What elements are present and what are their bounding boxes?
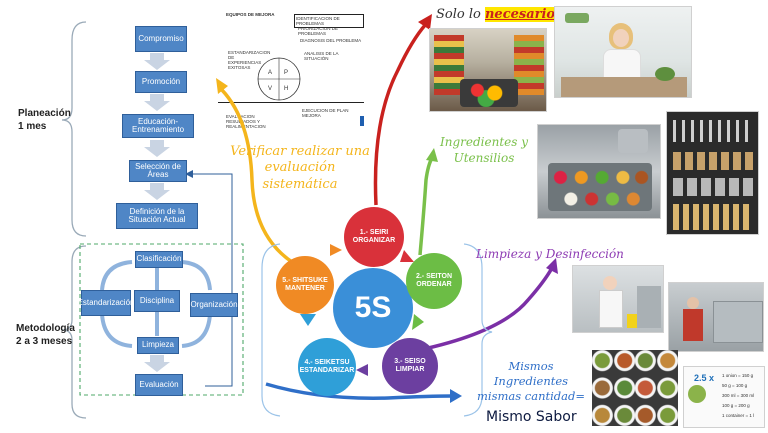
definicion-box: Definición de la Situación Actual <box>116 203 198 229</box>
cleaning-kitchen-photo <box>572 265 664 333</box>
supermarket-photo <box>429 28 547 112</box>
metodologia-duration: 2 a 3 meses <box>16 335 73 347</box>
ingredientes-text: Ingredientes y Utensilios <box>439 135 528 165</box>
quadrant-a: A <box>268 70 273 76</box>
equipos-bottom-right: EJECUCION DE PLAN MEJORA <box>302 108 349 118</box>
verificar-text: Verificar realizar una evaluación sistem… <box>230 144 370 192</box>
recipe-line-2: 50 g = 100 g <box>722 383 748 388</box>
estandarizacion-box: Estandarización <box>78 290 134 316</box>
step-seiketsu-subtitle: ESTANDARIZAR <box>299 367 355 374</box>
solo-necesario-text: Solo lo necesario <box>436 7 556 22</box>
step-seiri-circle: 1.- SEIRI ORGANIZAR <box>344 207 404 267</box>
clasificacion-box: Clasificación <box>135 251 183 268</box>
equipos-item-2: PRIORIZACION DE PROBLEMAS <box>298 26 339 36</box>
step-seiton-circle: 2.- SEITON ORDENAR <box>406 253 462 309</box>
educacion-box: Educación-Entrenamiento <box>122 114 194 138</box>
step-shitsuke-subtitle: MANTENER <box>285 285 325 292</box>
mismos-text: Mismos Ingredientes mismas cantidad= <box>476 359 586 403</box>
recipe-line-4: 100 g = 200 g <box>722 403 750 408</box>
promocion-box: Promoción <box>135 71 187 93</box>
quadrant-h: H <box>284 86 289 92</box>
step-seiton-title: 2.- SEITON <box>415 272 453 280</box>
center-5s-label: 5S <box>354 290 392 324</box>
recipe-scaling-card: 2.5 x 1 onion = 150 g 50 g = 100 g 300 m… <box>683 366 765 428</box>
mismo-sabor-text: Mismo Sabor <box>486 409 577 425</box>
solo-prefix: Solo lo <box>436 7 485 22</box>
quadrant-v: V <box>268 86 273 92</box>
step-seiketsu-title: 4.- SEIKETSU <box>304 358 350 366</box>
step-seiso-subtitle: LIMPIAR <box>395 366 425 373</box>
limpieza-box: Limpieza <box>137 337 179 354</box>
kitchen-worker-photo <box>668 282 764 352</box>
equipos-item-3: DIAGNOSIS DEL PROBLEMA <box>300 38 362 43</box>
planeacion-duration: 1 mes <box>18 120 47 132</box>
compromiso-box: Compromiso <box>135 26 187 52</box>
solo-highlight: necesario <box>484 7 556 22</box>
planeacion-label: Planeación 1 mes <box>18 108 71 133</box>
evaluacion-box: Evaluación <box>135 374 183 396</box>
metodologia-label: Metodología 2 a 3 meses <box>16 323 75 348</box>
recipe-scale: 2.5 x <box>694 373 715 383</box>
recipe-line-5: 1 container = 1 l <box>722 413 755 418</box>
equipos-item-4: ANALISIS DE LA SITUACIÓN <box>304 51 339 61</box>
step-seiri-subtitle: ORGANIZAR <box>352 237 396 244</box>
recipe-line-3: 300 ml = 300 ml <box>722 393 755 398</box>
pdca-wheel <box>257 57 301 101</box>
utensil-rack-photo <box>666 111 759 235</box>
equipos-left: ESTANDARIZACION DE EXPERIENCIAS EXITOSAS <box>228 50 271 70</box>
recipe-line-1: 1 onion = 150 g <box>722 373 754 378</box>
limpieza-text: Limpieza y Desinfección <box>476 247 624 261</box>
kitchen-woman-photo <box>554 6 692 98</box>
step-seiri-title: 1.- SEIRI <box>359 228 389 236</box>
metodologia-title: Metodología <box>16 323 75 334</box>
step-seiso-circle: 3.- SEISO LIMPIAR <box>382 338 438 394</box>
seleccion-box: Selección de Áreas <box>129 160 187 182</box>
step-seiton-subtitle: ORDENAR <box>416 281 452 288</box>
equipos-title: EQUIPOS DE MEJORA <box>226 12 275 17</box>
step-shitsuke-title: 5.- SHITSUKE <box>282 276 328 284</box>
ingredients-photo <box>537 124 661 219</box>
step-seiso-title: 3.- SEISO <box>394 357 426 365</box>
step-shitsuke-circle: 5.- SHITSUKE MANTENER <box>276 256 334 314</box>
quadrant-p: P <box>284 70 289 76</box>
equipos-item-1: IDENTIFICACION DE PROBLEMAS <box>294 14 364 28</box>
disciplina-box: Disciplina <box>134 290 180 312</box>
step-seiketsu-circle: 4.- SEIKETSU ESTANDARIZAR <box>298 338 356 396</box>
center-5s-circle: 5S <box>333 268 413 348</box>
plated-dishes-photo <box>592 350 678 426</box>
planeacion-title: Planeación <box>18 108 71 119</box>
organizacion-box: Organización <box>190 293 238 317</box>
